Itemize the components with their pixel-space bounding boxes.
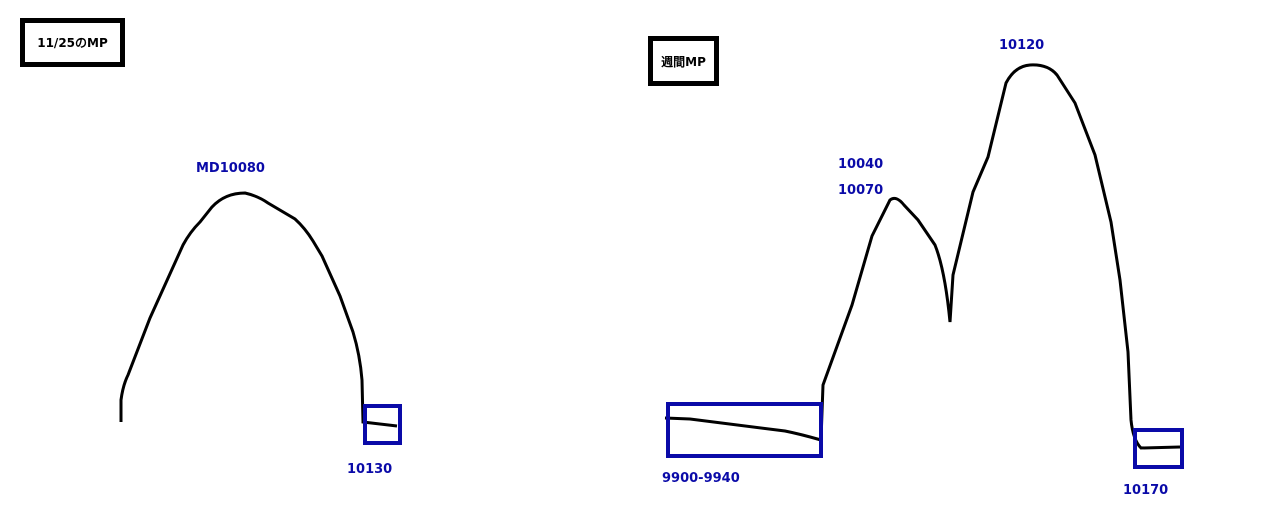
right-end-label: 10170 xyxy=(1123,483,1169,498)
right-main-peak-label: 10120 xyxy=(999,38,1045,53)
right-low-highlight-box xyxy=(666,402,823,458)
right-title-box: 週間MP xyxy=(648,36,719,86)
right-end-highlight-box xyxy=(1133,428,1184,469)
right-profile-curve xyxy=(664,63,1181,450)
right-first-peak-label-lower: 10070 xyxy=(838,183,884,198)
left-title-box: 11/25のMP xyxy=(20,18,125,67)
left-peak-label: MD10080 xyxy=(196,161,265,176)
right-low-range-label: 9900-9940 xyxy=(662,471,740,486)
left-profile-curve xyxy=(119,191,398,428)
left-title: 11/25のMP xyxy=(37,36,108,50)
right-first-peak-label-upper: 10040 xyxy=(838,157,884,172)
left-highlight-box xyxy=(363,404,402,445)
right-title: 週間MP xyxy=(661,54,706,69)
left-end-label: 10130 xyxy=(347,462,393,477)
